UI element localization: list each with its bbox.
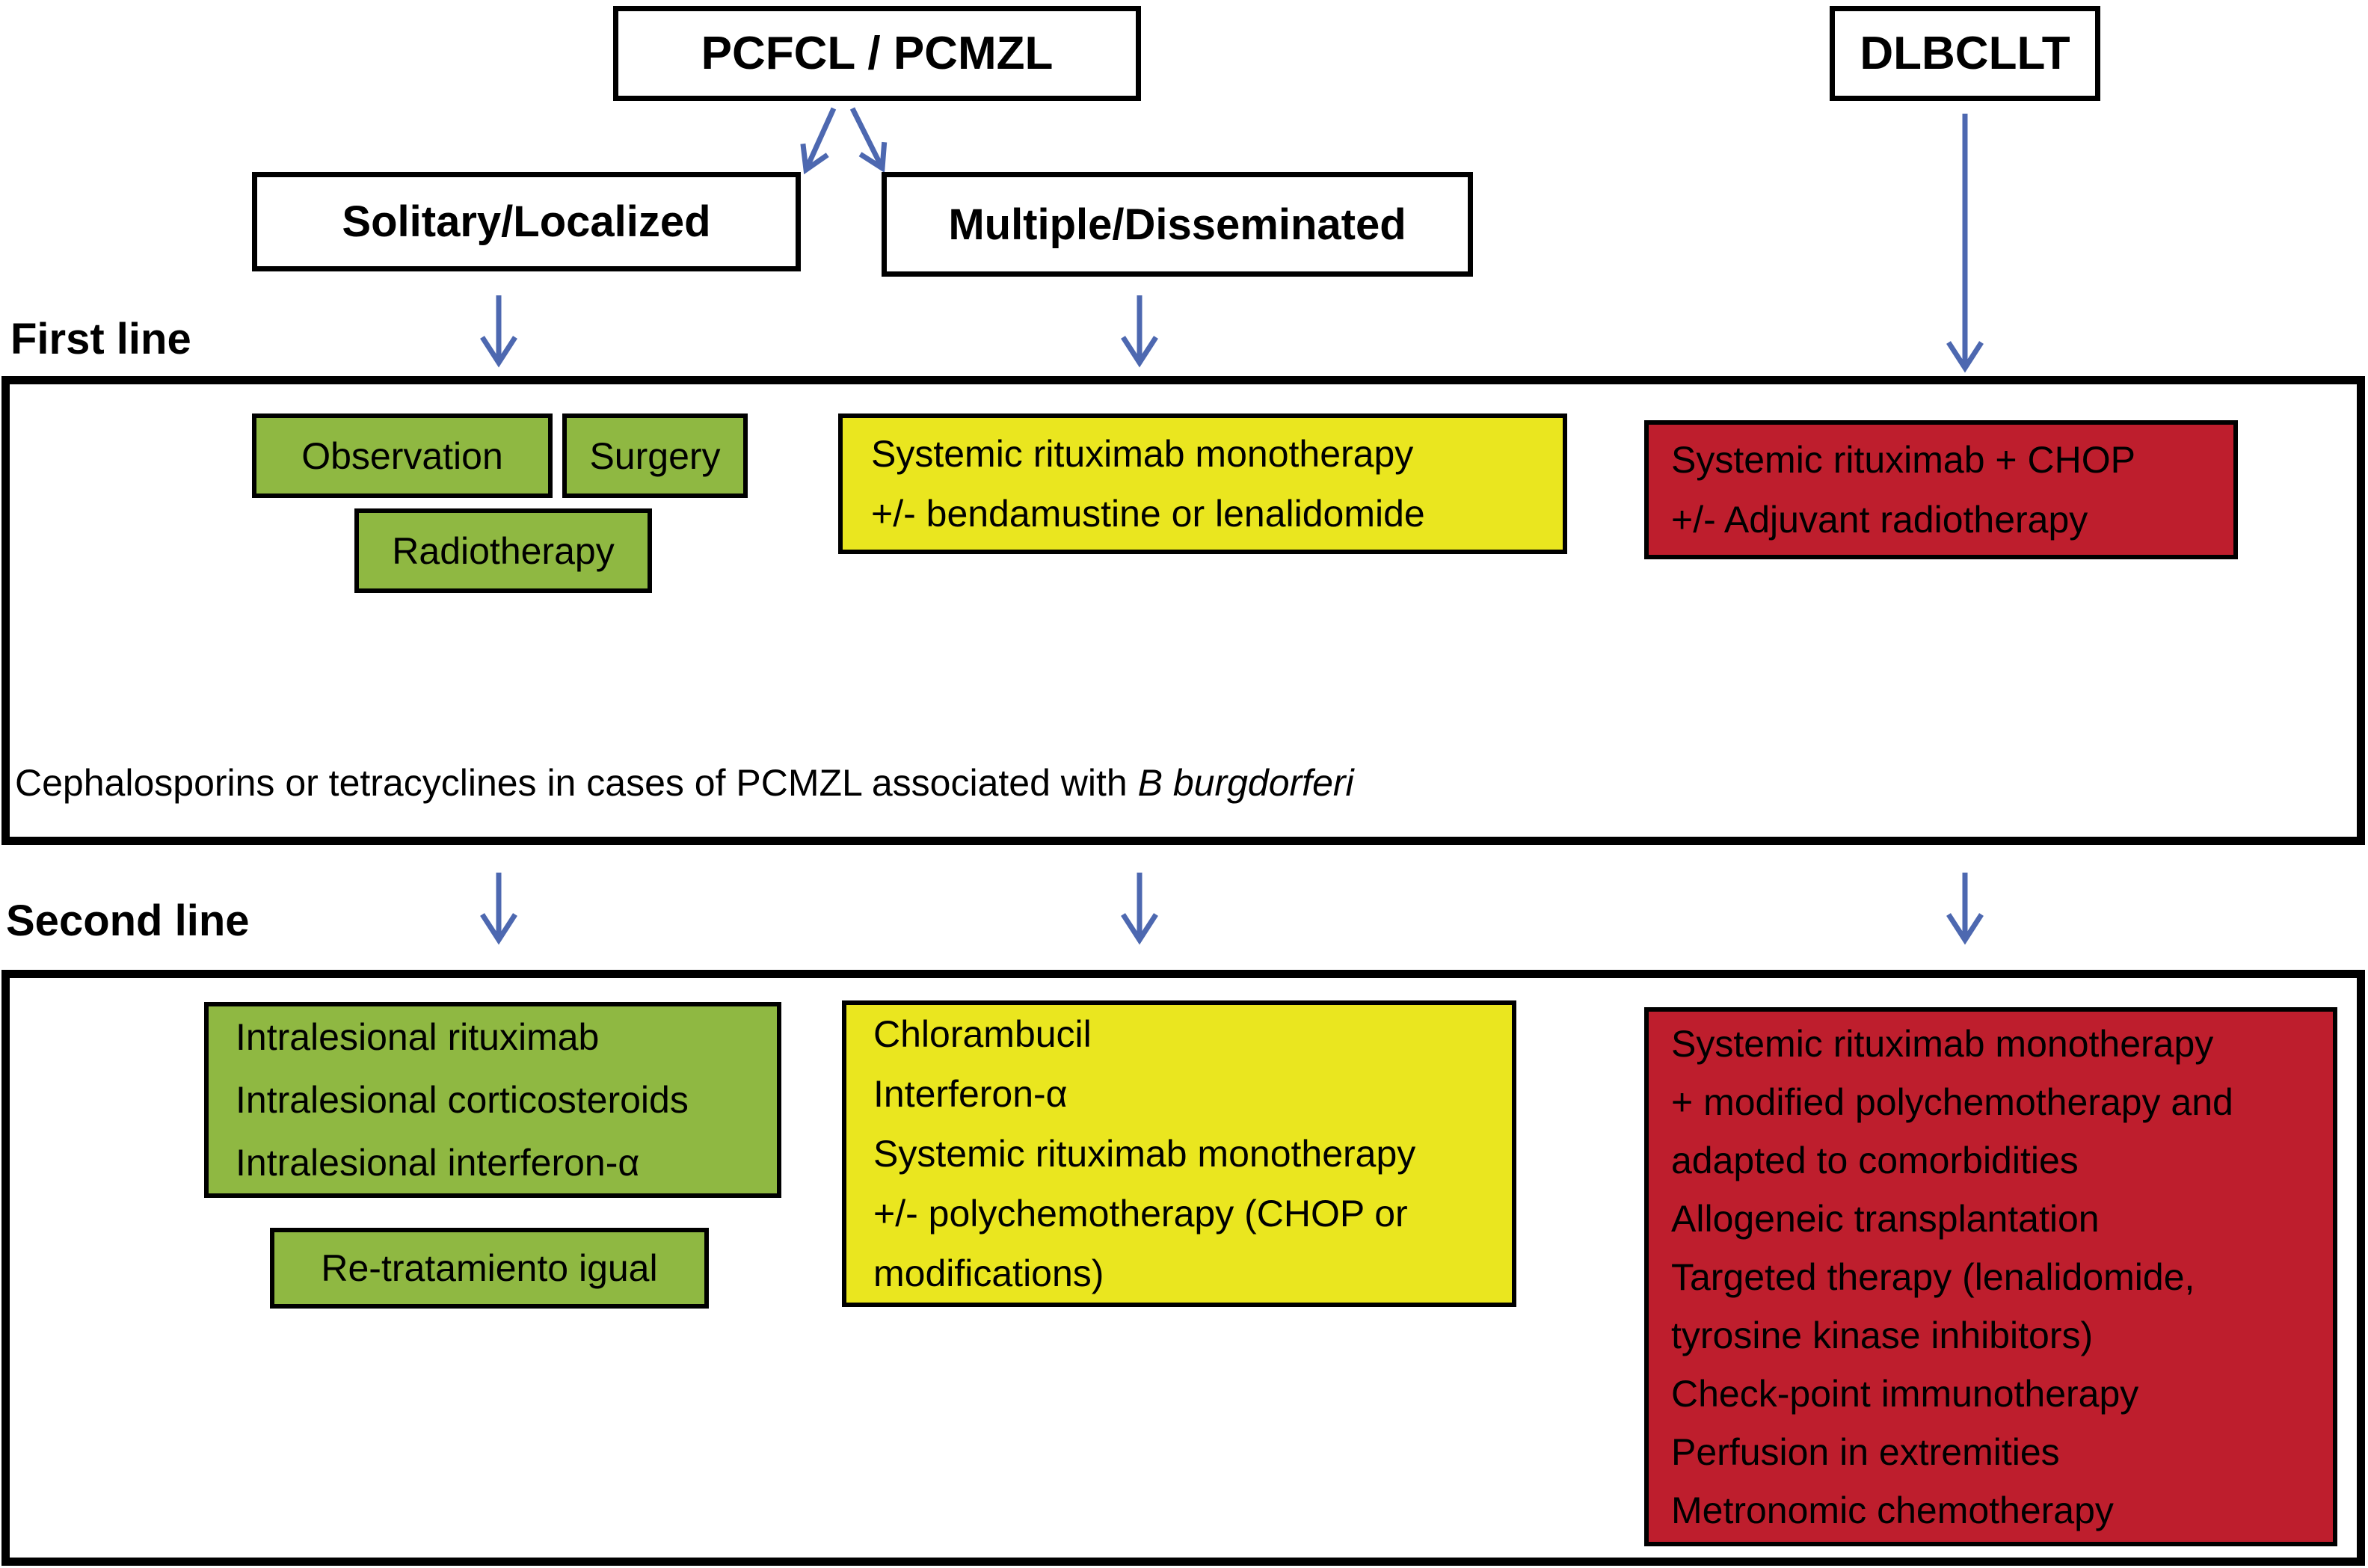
solitary-localized-label: Solitary/Localized <box>342 197 711 246</box>
down-arrow-icon <box>480 873 517 945</box>
red-box-line: Systemic rituximab + CHOP <box>1671 439 2135 481</box>
pcfcl-pcmzl-box: PCFCL / PCMZL <box>613 6 1141 101</box>
red-box-line: Check-point immunotherapy <box>1671 1372 2139 1415</box>
multiple-disseminated-label: Multiple/Disseminated <box>948 200 1406 249</box>
down-arrow-icon <box>1946 873 1984 945</box>
green-box-line: Intralesional rituximab <box>236 1016 600 1058</box>
down-arrow-icon <box>480 295 517 368</box>
solitary-localized-box: Solitary/Localized <box>252 172 801 271</box>
yellow-box-line: Chlorambucil <box>873 1013 1092 1055</box>
red-box-line: Allogeneic transplantation <box>1671 1197 2100 1240</box>
dlbcllt-box: DLBCLLT <box>1830 6 2100 101</box>
red-box-line: Metronomic chemotherapy <box>1671 1489 2114 1531</box>
red-box-line: Targeted therapy (lenalidomide, <box>1671 1255 2195 1298</box>
first-line-container <box>1 376 2365 845</box>
borrelia-note: Cephalosporins or tetracyclines in cases… <box>15 761 1354 805</box>
green-box-line: Intralesional interferon-α <box>236 1142 640 1184</box>
long-down-arrow-icon <box>1946 114 1984 373</box>
borrelia-note-italic: B burgdorferi <box>1137 762 1354 804</box>
retreatment-label: Re-tratamiento igual <box>321 1247 658 1289</box>
observation-label: Observation <box>301 434 503 477</box>
red-box-line: + modified polychemotherapy and <box>1671 1080 2233 1123</box>
first-line-red-box: Systemic rituximab + CHOP +/- Adjuvant r… <box>1644 420 2238 559</box>
first-line-label: First line <box>10 315 191 363</box>
second-line-label: Second line <box>6 897 250 945</box>
split-down-arrows-icon <box>800 107 888 175</box>
surgery-box: Surgery <box>562 413 748 498</box>
borrelia-note-text: Cephalosporins or tetracyclines in cases… <box>15 762 1138 804</box>
yellow-box-line: modifications) <box>873 1252 1104 1294</box>
yellow-box-line: +/- bendamustine or lenalidomide <box>871 493 1425 535</box>
yellow-box-line: Interferon-α <box>873 1073 1068 1115</box>
dlbcllt-label: DLBCLLT <box>1860 28 2070 79</box>
red-box-line: Perfusion in extremities <box>1671 1430 2060 1473</box>
down-arrow-icon <box>1121 295 1158 368</box>
observation-box: Observation <box>252 413 553 498</box>
second-line-yellow-box: Chlorambucil Interferon-α Systemic ritux… <box>842 1000 1516 1307</box>
second-line-red-box: Systemic rituximab monotherapy + modifie… <box>1644 1007 2337 1546</box>
second-line-green-box: Intralesional rituximab Intralesional co… <box>204 1002 781 1198</box>
red-box-line: +/- Adjuvant radiotherapy <box>1671 499 2088 541</box>
retreatment-box: Re-tratamiento igual <box>270 1228 709 1309</box>
red-box-line: adapted to comorbidities <box>1671 1139 2079 1181</box>
pcfcl-pcmzl-label: PCFCL / PCMZL <box>701 28 1054 79</box>
surgery-label: Surgery <box>589 434 721 477</box>
radiotherapy-label: Radiotherapy <box>392 529 615 572</box>
down-arrow-icon <box>1121 873 1158 945</box>
multiple-disseminated-box: Multiple/Disseminated <box>882 172 1473 277</box>
yellow-box-line: Systemic rituximab monotherapy <box>873 1133 1416 1175</box>
first-line-yellow-box: Systemic rituximab monotherapy +/- benda… <box>838 413 1567 554</box>
red-box-line: Systemic rituximab monotherapy <box>1671 1022 2214 1065</box>
second-line-container <box>1 970 2365 1566</box>
green-box-line: Intralesional corticosteroids <box>236 1079 689 1121</box>
radiotherapy-box: Radiotherapy <box>354 508 652 593</box>
yellow-box-line: Systemic rituximab monotherapy <box>871 433 1414 475</box>
yellow-box-line: +/- polychemotherapy (CHOP or <box>873 1193 1408 1235</box>
red-box-line: tyrosine kinase inhibitors) <box>1671 1314 2094 1356</box>
